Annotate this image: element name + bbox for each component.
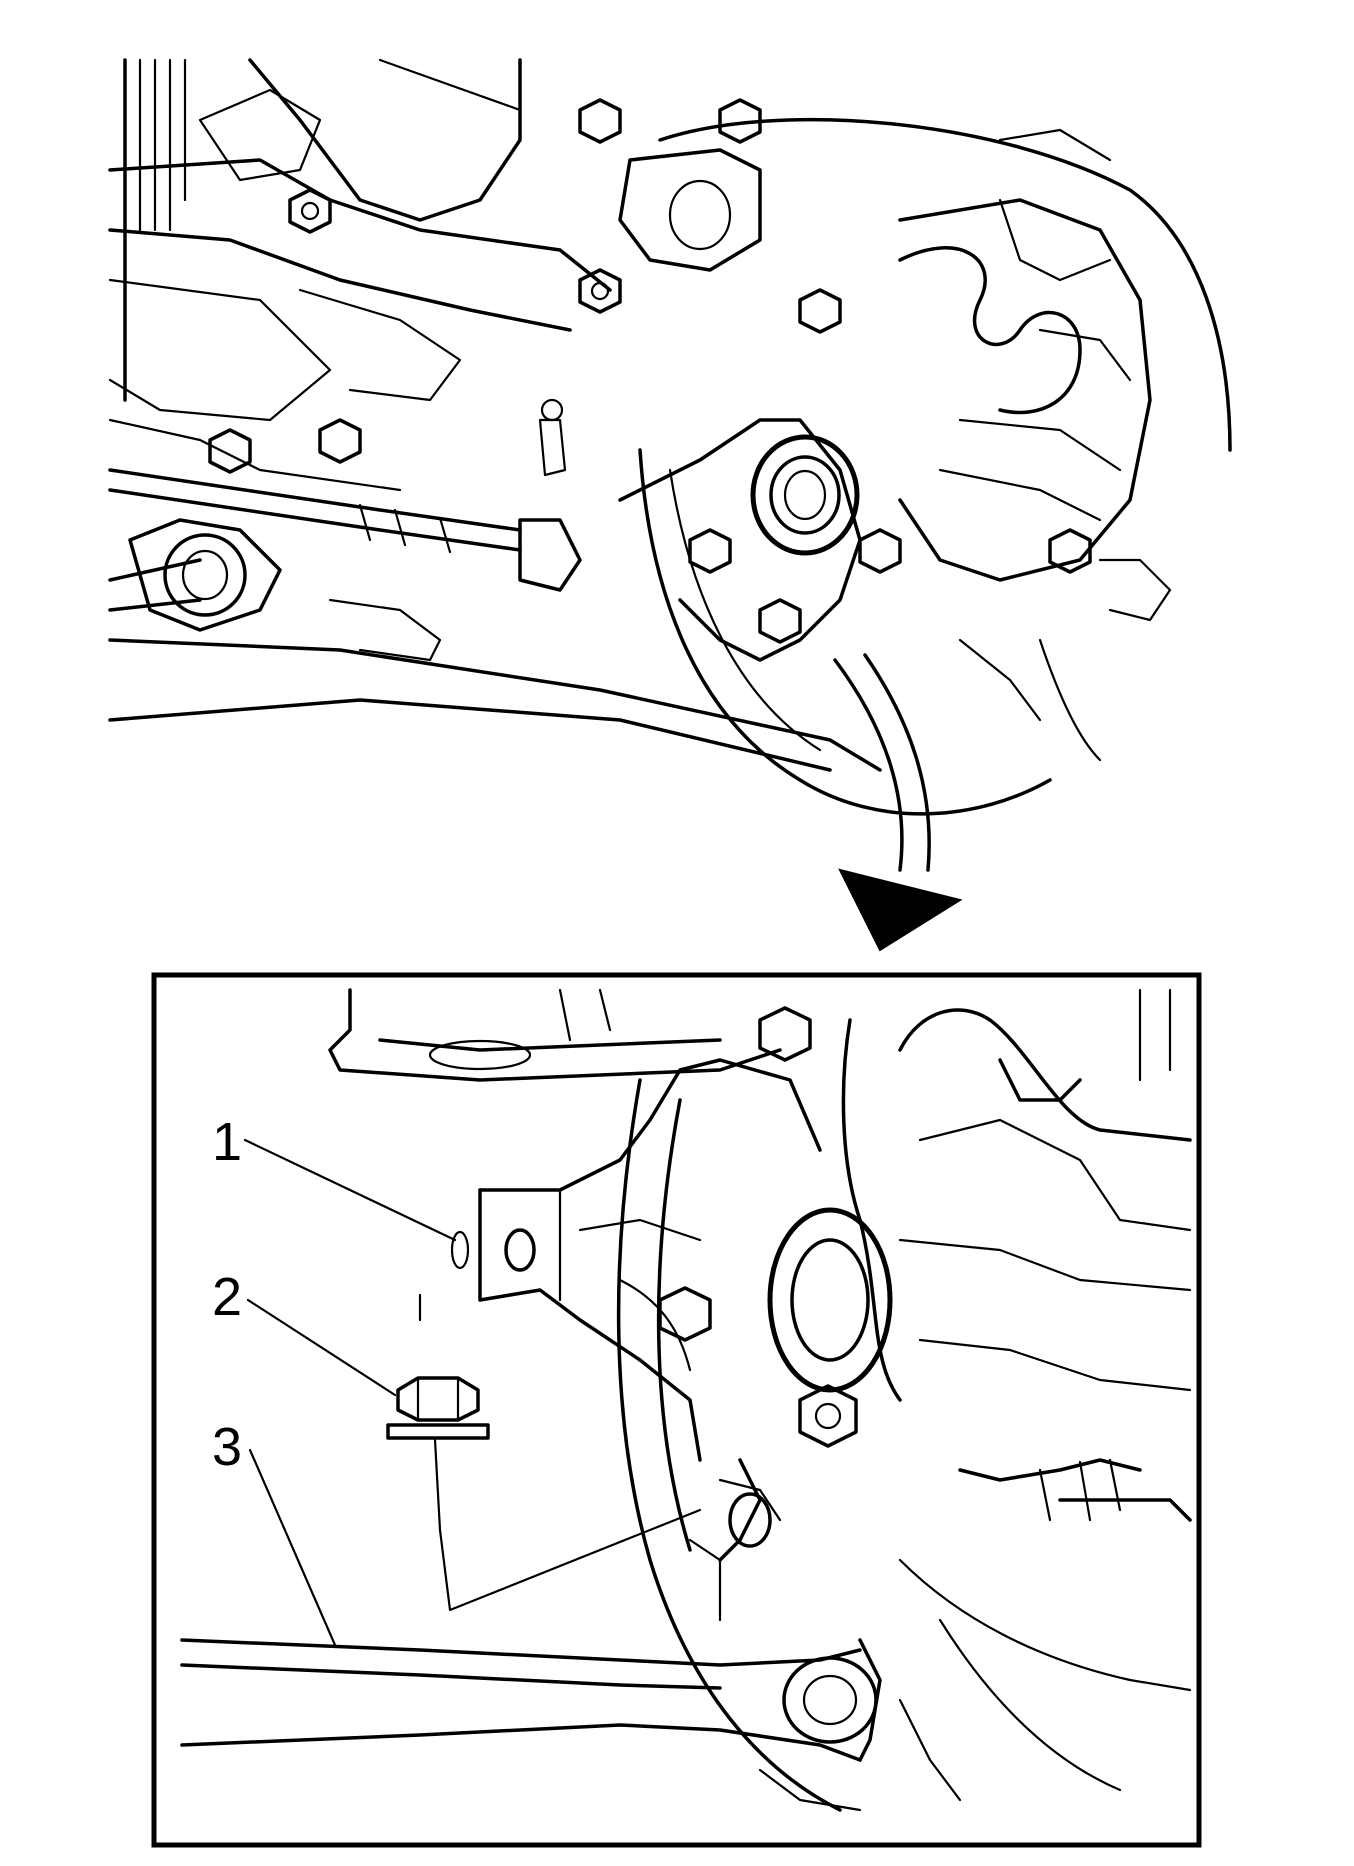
brake-rotor-overview <box>638 117 1232 816</box>
subframe <box>108 58 622 492</box>
detail-inset: 1 2 3 <box>151 972 1202 1848</box>
callout-labels: 1 2 3 <box>212 1112 242 1477</box>
inset-knuckle <box>450 1006 893 1622</box>
inset-hardware <box>386 1293 702 1612</box>
inset-rotor <box>616 1078 1192 1812</box>
leader-3 <box>248 1448 337 1647</box>
leader-lines <box>243 1138 457 1647</box>
knuckle-hub-overview <box>578 98 902 662</box>
callout-1: 1 <box>212 1112 242 1172</box>
overview-illustration <box>108 58 1232 952</box>
leader-2 <box>246 1298 397 1397</box>
brake-caliper-overview <box>898 128 1172 622</box>
callout-3: 3 <box>212 1417 242 1477</box>
callout-2: 2 <box>212 1267 242 1327</box>
tie-rod <box>108 398 582 592</box>
motion-arrow <box>833 653 963 952</box>
guide-line <box>433 1438 702 1612</box>
lower-control-arm-overview <box>108 518 882 772</box>
leader-1 <box>243 1138 457 1242</box>
inset-frame <box>151 972 1202 1848</box>
flange-nut <box>386 1376 490 1440</box>
inset-caliper <box>841 988 1192 1522</box>
inset-crossmember <box>328 988 782 1082</box>
inset-lower-control-arm <box>180 1638 882 1812</box>
